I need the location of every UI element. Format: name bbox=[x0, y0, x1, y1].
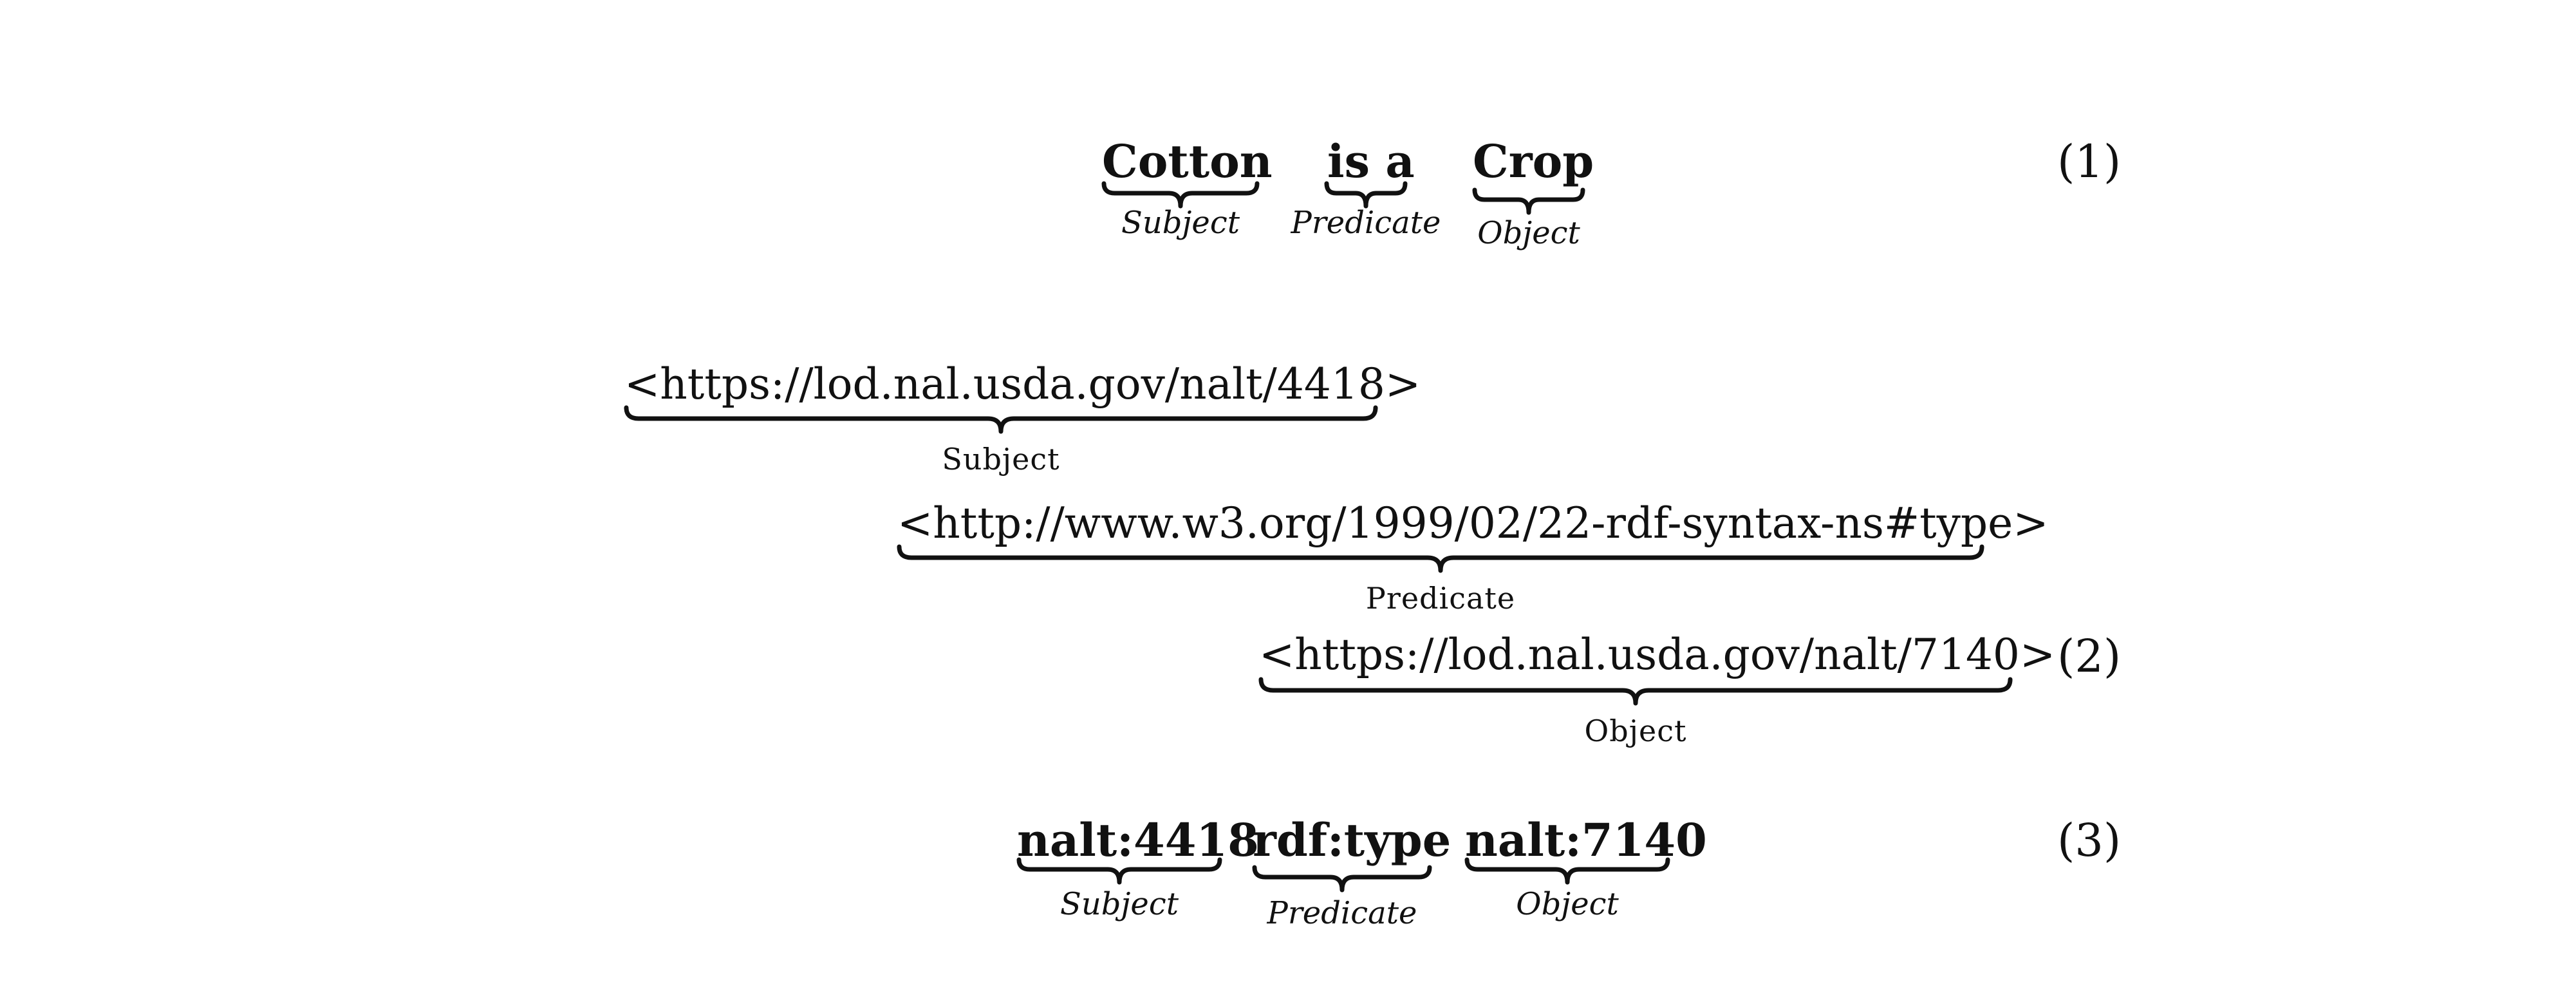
eq1-object-label: Object bbox=[1477, 215, 1580, 251]
eq1-predicate-label: Predicate bbox=[1291, 205, 1441, 241]
eq3-predicate-label: Predicate bbox=[1267, 895, 1417, 931]
eq1-subject-brace bbox=[1101, 181, 1260, 209]
eq2-object-brace bbox=[1258, 677, 2013, 706]
eq3-subject-label: Subject bbox=[1060, 886, 1179, 922]
eq2-number: (2) bbox=[2057, 630, 2122, 683]
eq3-object-label: Object bbox=[1516, 886, 1619, 922]
eq2-predicate-label: Predicate bbox=[1365, 581, 1516, 616]
eq2-object-uri: <https://lod.nal.usda.gov/nalt/7140> bbox=[1259, 630, 2056, 679]
eq1-predicate-brace bbox=[1324, 181, 1408, 209]
eq2-predicate-uri: <http://www.w3.org/1999/02/22-rdf-syntax… bbox=[897, 498, 2049, 548]
eq1-subject-term: Cotton bbox=[1102, 135, 1273, 188]
eq3-subject-brace bbox=[1016, 857, 1222, 885]
eq1-number: (1) bbox=[2057, 135, 2122, 188]
eq2-subject-uri: <https://lod.nal.usda.gov/nalt/4418> bbox=[624, 359, 1421, 409]
eq3-number: (3) bbox=[2057, 814, 2122, 867]
eq1-object-term: Crop bbox=[1473, 135, 1594, 188]
eq3-object-brace bbox=[1464, 857, 1670, 885]
eq3-predicate-term: rdf:type bbox=[1253, 813, 1451, 867]
eq1-subject-label: Subject bbox=[1121, 205, 1240, 241]
eq2-subject-label: Subject bbox=[942, 442, 1060, 477]
eq1-object-brace bbox=[1472, 187, 1585, 215]
eq3-predicate-brace bbox=[1252, 865, 1432, 893]
eq3-object-term: nalt:7140 bbox=[1465, 813, 1707, 867]
eq1-predicate-term: is a bbox=[1327, 135, 1415, 188]
eq2-predicate-brace bbox=[897, 544, 1984, 573]
eq2-object-label: Object bbox=[1584, 714, 1687, 748]
eq3-subject-term: nalt:4418 bbox=[1017, 813, 1259, 867]
eq2-subject-brace bbox=[624, 405, 1378, 434]
